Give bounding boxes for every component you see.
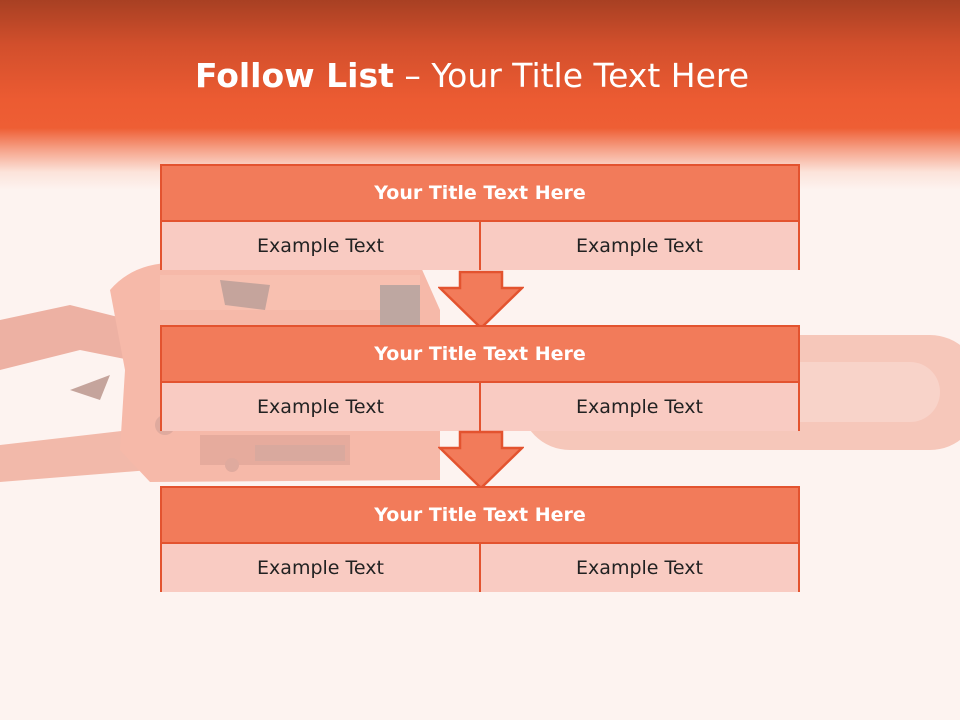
block-3-left-cell: Example Text — [162, 544, 479, 592]
block-3-row: Example Text Example Text — [162, 544, 798, 592]
block-1-left-cell: Example Text — [162, 222, 479, 270]
slide-title-rest: – Your Title Text Here — [393, 56, 750, 95]
block-3-title: Your Title Text Here — [162, 488, 798, 544]
block-1-row: Example Text Example Text — [162, 222, 798, 270]
block-1-right-cell: Example Text — [479, 222, 798, 270]
slide-title-bold: Follow List — [194, 56, 394, 95]
list-block-2: Your Title Text Here Example Text Exampl… — [160, 325, 800, 431]
block-3-right-cell: Example Text — [479, 544, 798, 592]
block-2-row: Example Text Example Text — [162, 383, 798, 431]
list-block-1: Your Title Text Here Example Text Exampl… — [160, 164, 800, 270]
down-arrow-2 — [438, 430, 524, 490]
block-1-title: Your Title Text Here — [162, 166, 798, 222]
header-band — [0, 0, 960, 190]
slide-title: Follow List – Your Title Text Here — [0, 52, 944, 100]
down-arrow-1 — [438, 270, 524, 330]
block-2-left-cell: Example Text — [162, 383, 479, 431]
block-2-title: Your Title Text Here — [162, 327, 798, 383]
list-block-3: Your Title Text Here Example Text Exampl… — [160, 486, 800, 592]
block-2-right-cell: Example Text — [479, 383, 798, 431]
